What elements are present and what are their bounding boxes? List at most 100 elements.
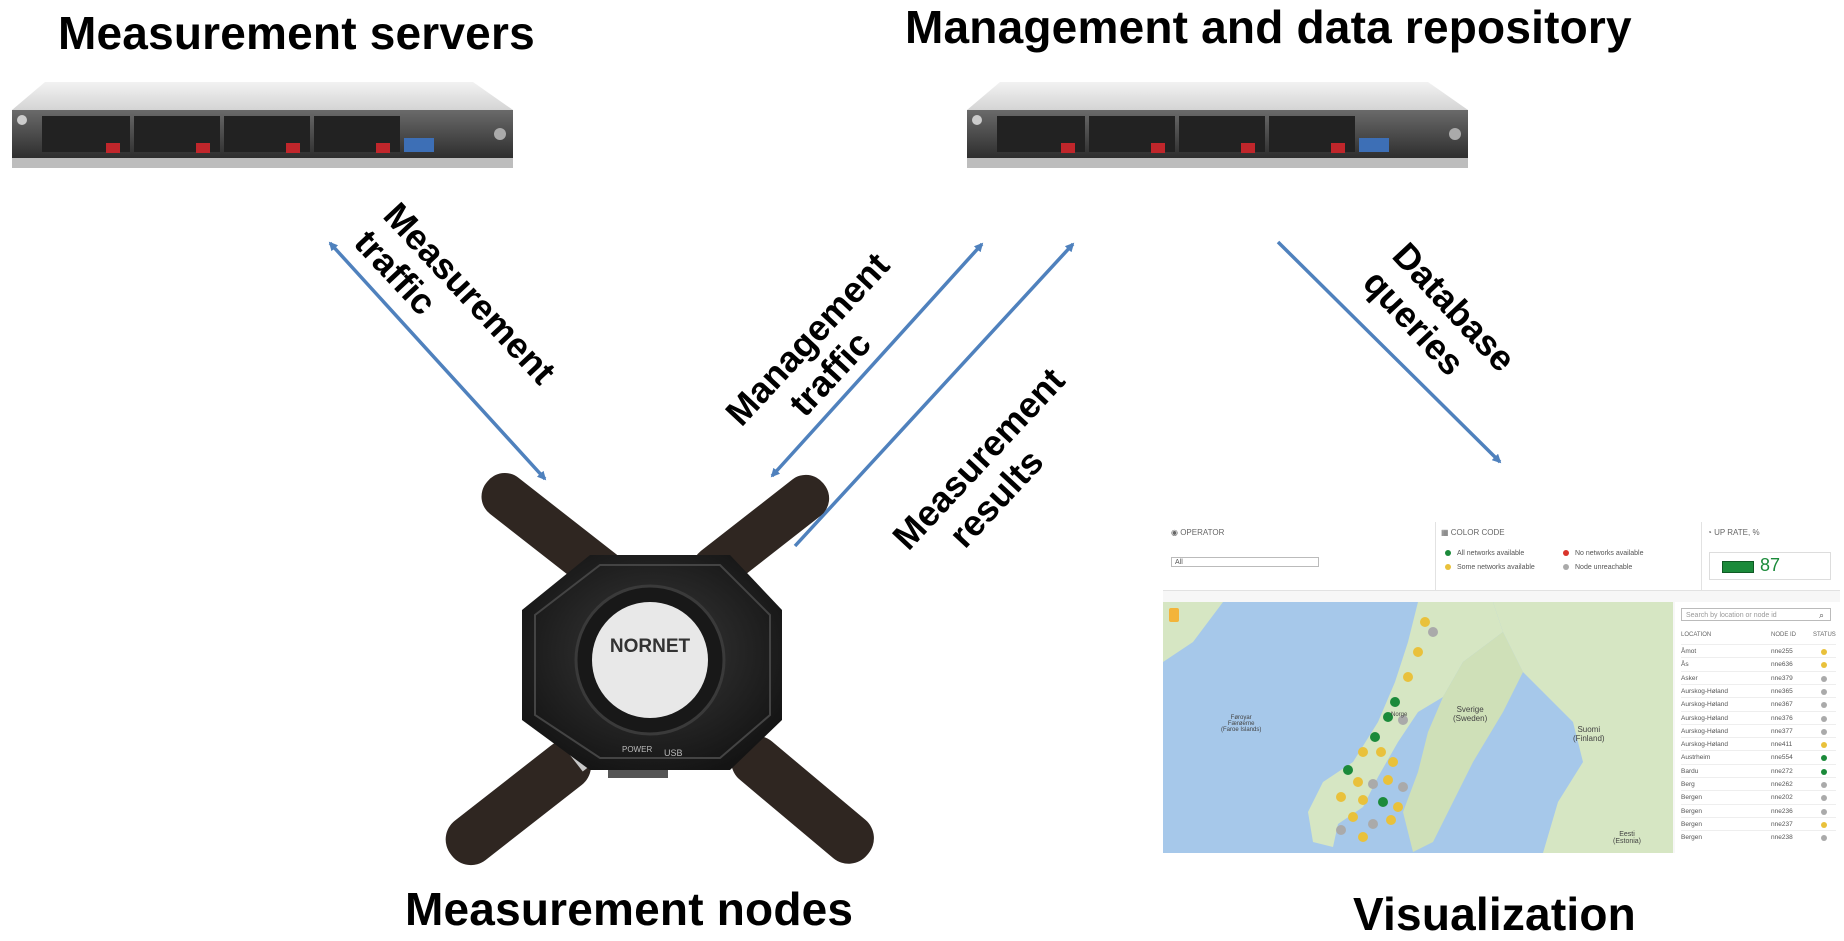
status-dot xyxy=(1821,702,1827,709)
uprate-value: 87 xyxy=(1760,555,1781,575)
status-dot xyxy=(1821,808,1827,815)
svg-text:POWER: POWER xyxy=(622,745,652,754)
status-dot xyxy=(1563,564,1569,571)
col-location[interactable]: LOCATION xyxy=(1681,632,1712,638)
operator-header: ◉ OPERATOR xyxy=(1171,528,1225,537)
row-location: Berg xyxy=(1681,781,1695,788)
row-location: Austrheim xyxy=(1681,754,1711,762)
operator-select[interactable]: All xyxy=(1171,557,1319,567)
map-label-suomi: Suomi(Finland) xyxy=(1573,725,1605,743)
node-list-panel: Search by location or node id ⌕ LOCATION… xyxy=(1675,602,1840,853)
row-location: Aurskog-Høland xyxy=(1681,714,1728,722)
status-dot xyxy=(1821,675,1827,682)
table-row[interactable]: Aurskog-Høland nne376 xyxy=(1681,710,1836,725)
visualization-dashboard: ◉ OPERATOR All ▦ COLOR CODE All networks… xyxy=(1163,522,1840,853)
status-dot xyxy=(1821,728,1827,735)
row-node-id: nne262 xyxy=(1771,781,1793,788)
map-markers[interactable] xyxy=(1336,617,1438,842)
uprate-header: ◔ UP RATE, % xyxy=(1707,528,1760,537)
table-row[interactable]: Bergen nne237 xyxy=(1681,816,1836,831)
battery-icon xyxy=(1722,561,1754,573)
row-node-id: nne202 xyxy=(1771,794,1793,802)
row-location: Bardu xyxy=(1681,767,1699,775)
table-row[interactable]: Berg nne262 xyxy=(1681,777,1836,791)
arrow-database-queries xyxy=(1276,240,1502,464)
arrow-management-traffic xyxy=(770,242,984,478)
legend-item: No networks available xyxy=(1563,550,1643,557)
row-location: Bergen xyxy=(1681,820,1702,828)
map-label-eesti: Eesti(Estonia) xyxy=(1613,831,1642,845)
uprate-box: 87 xyxy=(1709,552,1831,580)
status-dot xyxy=(1445,564,1451,571)
table-row[interactable]: Aurskog-Høland nne365 xyxy=(1681,683,1836,698)
dashboard-header: ◉ OPERATOR All ▦ COLOR CODE All networks… xyxy=(1163,522,1840,591)
repository-server-image xyxy=(967,82,1468,168)
table-row[interactable]: Bergen nne238 xyxy=(1681,830,1836,844)
node-map[interactable] xyxy=(1163,602,1673,853)
status-dot xyxy=(1563,550,1569,557)
table-row[interactable]: Ås nne636 xyxy=(1681,657,1836,671)
map-label-sverige: Sverige(Sweden) xyxy=(1453,705,1488,723)
row-node-id: nne411 xyxy=(1771,741,1793,749)
status-dot xyxy=(1821,782,1827,788)
search-icon[interactable]: ⌕ xyxy=(1819,610,1825,620)
row-node-id: nne365 xyxy=(1771,687,1793,695)
status-dot xyxy=(1821,688,1827,695)
status-dot xyxy=(1445,550,1451,557)
node-search-input[interactable]: Search by location or node id xyxy=(1681,608,1831,621)
row-node-id: nne236 xyxy=(1771,807,1793,815)
title-visualization: Visualization xyxy=(1353,888,1636,940)
status-dot xyxy=(1821,795,1827,802)
title-measurement-nodes: Measurement nodes xyxy=(405,883,854,935)
table-row[interactable]: Aurskog-Høland nne377 xyxy=(1681,723,1836,738)
map-label-norge: Norge xyxy=(1391,712,1408,718)
status-dot xyxy=(1821,821,1827,828)
row-node-id: nne377 xyxy=(1771,727,1793,735)
col-status[interactable]: STATUS xyxy=(1813,632,1836,638)
row-location: Bergen xyxy=(1681,834,1702,842)
row-location: Aurskog-Høland xyxy=(1681,727,1728,735)
row-location: Aurskog-Høland xyxy=(1681,701,1728,709)
row-node-id: nne636 xyxy=(1771,661,1793,669)
pegman-icon[interactable] xyxy=(1169,608,1179,622)
color-code-header: ▦ COLOR CODE xyxy=(1441,528,1505,537)
row-location: Asker xyxy=(1681,674,1698,682)
measurement-node-image: NORNET POWER USB xyxy=(445,473,874,866)
status-dot xyxy=(1821,715,1827,722)
col-node-id[interactable]: NODE ID xyxy=(1771,632,1797,638)
row-node-id: nne367 xyxy=(1771,701,1793,709)
status-dot xyxy=(1821,662,1827,669)
status-dot xyxy=(1821,742,1827,749)
table-row[interactable]: Bergen nne202 xyxy=(1681,790,1836,804)
arrow-measurement-results xyxy=(793,242,1075,548)
row-location: Aurskog-Høland xyxy=(1681,687,1728,695)
row-node-id: nne238 xyxy=(1771,834,1793,842)
legend-item: Node unreachable xyxy=(1563,564,1632,571)
row-location: Bergen xyxy=(1681,807,1702,815)
row-location: Aurskog-Høland xyxy=(1681,741,1728,749)
nornet-logo: NORNET xyxy=(610,636,691,657)
measurement-server-image xyxy=(12,82,513,168)
row-node-id: nne237 xyxy=(1771,820,1793,828)
title-measurement-servers: Measurement servers xyxy=(58,7,535,59)
legend-item: All networks available xyxy=(1445,550,1524,557)
status-dot xyxy=(1821,649,1827,655)
table-row[interactable]: Bergen nne236 xyxy=(1681,803,1836,818)
row-location: Ås xyxy=(1681,661,1689,669)
row-node-id: nne376 xyxy=(1771,714,1793,722)
title-management-repository: Management and data repository xyxy=(905,1,1632,53)
table-row[interactable]: Aurskog-Høland nne411 xyxy=(1681,737,1836,751)
status-dot xyxy=(1821,755,1827,762)
status-dot xyxy=(1821,835,1827,842)
table-row[interactable]: Aurskog-Høland nne367 xyxy=(1681,697,1836,711)
svg-text:USB: USB xyxy=(664,748,683,758)
legend-item: Some networks available xyxy=(1445,564,1535,571)
row-location: Bergen xyxy=(1681,794,1702,802)
status-dot xyxy=(1821,768,1827,775)
